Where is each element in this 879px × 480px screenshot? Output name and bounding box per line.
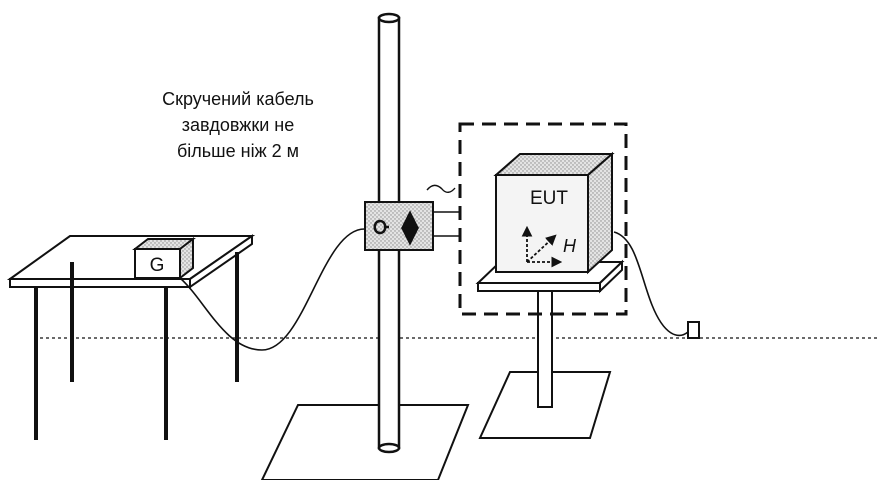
cable-caption-line3: більше ніж 2 м xyxy=(176,141,299,161)
eut-label: EUT xyxy=(530,188,568,209)
eut-box xyxy=(493,151,615,275)
coil-connection-lines xyxy=(433,211,460,237)
loop-icon xyxy=(373,219,389,235)
field-label: H xyxy=(563,236,577,256)
twisted-cable xyxy=(179,228,366,351)
cable-caption-line2: завдовжки не xyxy=(181,115,295,135)
generator-label: G xyxy=(150,255,165,276)
ground-terminal xyxy=(687,321,700,339)
field-axes-icon xyxy=(521,225,563,268)
generator-box xyxy=(132,236,196,281)
eut-dashed-enclosure xyxy=(458,122,628,316)
mast-floor-plate xyxy=(260,404,470,480)
eut-ground-cable xyxy=(613,231,689,337)
cable-caption: Скручений кабель завдовжки не більше ніж… xyxy=(118,86,358,164)
loop-antenna-box xyxy=(364,201,434,251)
cable-caption-line1: Скручений кабель xyxy=(162,89,314,109)
tilde-icon xyxy=(426,184,456,193)
eut-stand-post xyxy=(537,289,553,408)
